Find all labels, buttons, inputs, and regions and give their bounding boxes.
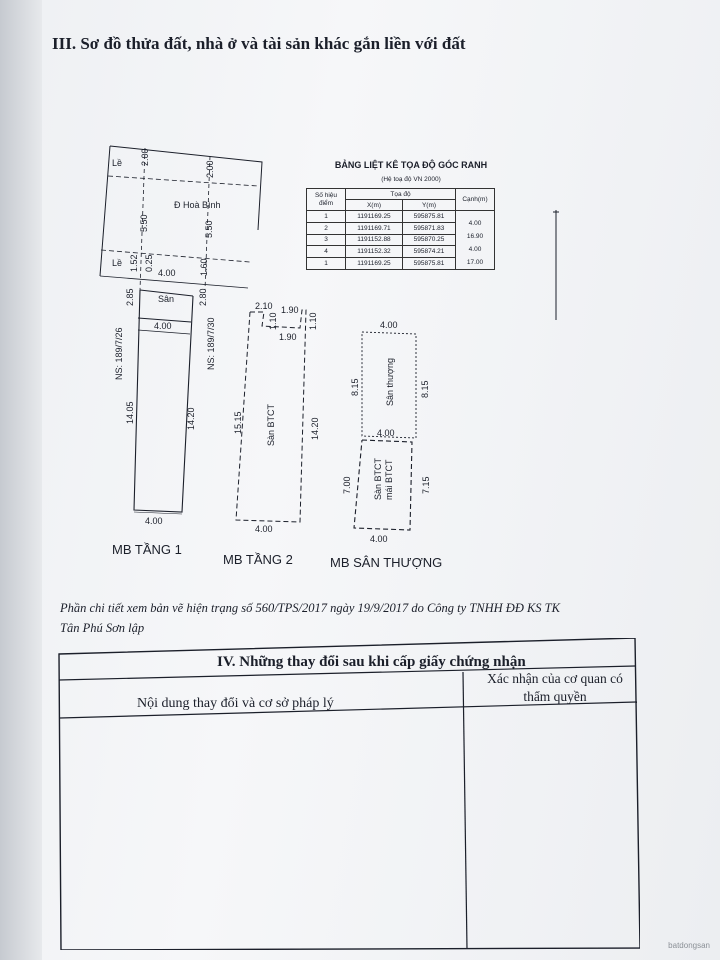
section4-grid: [58, 638, 640, 950]
yard-right-dim: 2.80: [198, 288, 208, 306]
plan2-title: MB TẦNG 2: [223, 552, 293, 567]
row-x: 1191169.25: [345, 210, 403, 223]
section3-title: III. Sơ đồ thửa đất, nhà ở và tài sản kh…: [52, 34, 466, 53]
le-top-label: Lề: [112, 158, 122, 168]
coord-table-subtitle: (Hệ toạ độ VN 2000): [381, 176, 441, 183]
plan2-top-left-dim: 2.10: [255, 301, 273, 311]
plan2-step-depth-dim: 1.10: [268, 312, 278, 330]
plan3-room-right-dim: 7.15: [421, 476, 431, 494]
row-point: 1: [306, 257, 346, 270]
coord-table-grid: Số hiệu điểm Tọa độ Cạnh(m) X(m) Y(m) 1 …: [306, 188, 495, 270]
bottom-width-dim-1: 4.00: [145, 516, 163, 526]
row-y: 595870.25: [402, 233, 456, 247]
plan2-bottom-width-dim: 4.00: [255, 524, 273, 534]
sidewalk-right-dim: 2.00: [205, 160, 215, 178]
row-x: 1191152.88: [345, 233, 403, 247]
plan2-length-right-dim: 14.20: [310, 417, 320, 440]
plan3-title: MB SÂN THƯỢNG: [330, 555, 443, 570]
edge-value: 16.90: [466, 233, 484, 240]
authority-confirmation-header: Xác nhận của cơ quan có thẩm quyền: [487, 671, 623, 704]
row-x: 1191169.71: [345, 221, 403, 235]
plan1-title: MB TẦNG 1: [112, 542, 182, 557]
row-x: 1191152.32: [345, 245, 403, 259]
head-x: X(m): [345, 199, 403, 211]
plan3-top-width-dim: 4.00: [380, 320, 398, 330]
table-row: 1 1191169.25 595875.81: [306, 257, 495, 270]
drawing-reference-note: Phần chi tiết xem bản vẽ hiện trạng số 5…: [60, 601, 560, 635]
table-row: 4 1191152.32 595874.21: [306, 245, 495, 259]
edge-column: 4.00 16.90 4.00 17.00: [455, 210, 495, 270]
neighbor-right-label: NS: 189/7/30: [206, 317, 216, 370]
coord-table-title: BẢNG LIỆT KÊ TỌA ĐỘ GÓC RANH: [334, 160, 488, 170]
yard-label: Sân: [158, 294, 174, 304]
neighbor-left-label: NS: 189/7/26: [114, 327, 124, 380]
plan2-top-right-dim: 1.90: [281, 305, 299, 315]
plan3-terrace-left-dim: 8.15: [350, 378, 360, 396]
row-x: 1191169.25: [345, 257, 403, 270]
strip-mid-dim: 0.25: [144, 254, 154, 272]
plan3-terrace-right-dim: 8.15: [420, 380, 430, 398]
length-left-dim: 14.05: [125, 401, 135, 424]
row-point: 3: [306, 233, 346, 247]
row-point: 4: [306, 245, 346, 259]
row-y: 595875.81: [402, 257, 456, 270]
plan3-terrace-label: Sân thượng: [385, 358, 395, 406]
plan3-room-label-2: mái BTCT: [384, 459, 394, 500]
head-coords: Tọa độ: [345, 188, 456, 200]
strip-left-dim: 1.52: [129, 254, 139, 272]
row-y: 595871.83: [402, 221, 456, 235]
le-bottom-label: Lề: [112, 258, 122, 268]
changes-content-header: Nội dung thay đổi và cơ sở pháp lý: [137, 696, 334, 711]
plan3-room-top-dim: 4.00: [377, 428, 395, 438]
head-point: Số hiệu điểm: [306, 188, 346, 211]
watermark-logo: batdongsan: [668, 941, 710, 950]
table-row: 1 1191169.25 595875.81 4.00 16.90 4.00 1…: [306, 210, 495, 270]
row-point: 2: [306, 221, 346, 235]
section4-title: IV. Những thay đổi sau khi cấp giấy chứn…: [217, 654, 526, 670]
road-right-dim: 5.50: [204, 220, 214, 238]
plan-floor1: [99, 145, 559, 531]
head-edge: Cạnh(m): [455, 188, 495, 211]
table-row: 3 1191152.88 595870.25: [306, 233, 495, 247]
plan2-slab-label: Sàn BTCT: [266, 403, 276, 446]
edge-value: 4.00: [468, 220, 482, 227]
length-right-dim: 14.20: [186, 407, 196, 430]
plan3-room-left-dim: 7.00: [342, 476, 352, 494]
edge-value: 17.00: [466, 259, 484, 266]
head-y: Y(m): [402, 199, 456, 211]
plan2-length-left-dim: 15.15: [233, 411, 243, 434]
road-name-label: Đ Hoà Bình: [174, 200, 221, 210]
edge-value: 4.00: [468, 246, 482, 253]
page-edge-shadow: [0, 0, 42, 960]
plan2-step-width-dim: 1.90: [279, 332, 297, 342]
sidewalk-left-dim: 2.00: [140, 148, 150, 166]
plan3-bottom-width-dim: 4.00: [370, 534, 388, 544]
plan3-room-label-1: Sàn BTCT: [373, 457, 383, 500]
row-y: 595874.21: [402, 245, 456, 259]
road-left-dim: 5.50: [139, 214, 149, 232]
section4-changes-table: IV. Những thay đổi sau khi cấp giấy chứn…: [57, 638, 640, 950]
floor-plans-drawing: Lề Lề Đ Hoà Bình 2.00 2.00 5.50 5.50 1.5…: [99, 145, 559, 544]
plan2-step-depth-right-dim: 1.10: [308, 312, 318, 330]
front-width-dim: 4.00: [158, 268, 176, 278]
row-y: 595875.81: [402, 210, 456, 223]
strip-right-dim: 1.60: [199, 258, 209, 276]
house-top-width-dim: 4.00: [154, 321, 172, 331]
row-point: 1: [306, 210, 346, 223]
yard-left-dim: 2.85: [125, 288, 135, 306]
